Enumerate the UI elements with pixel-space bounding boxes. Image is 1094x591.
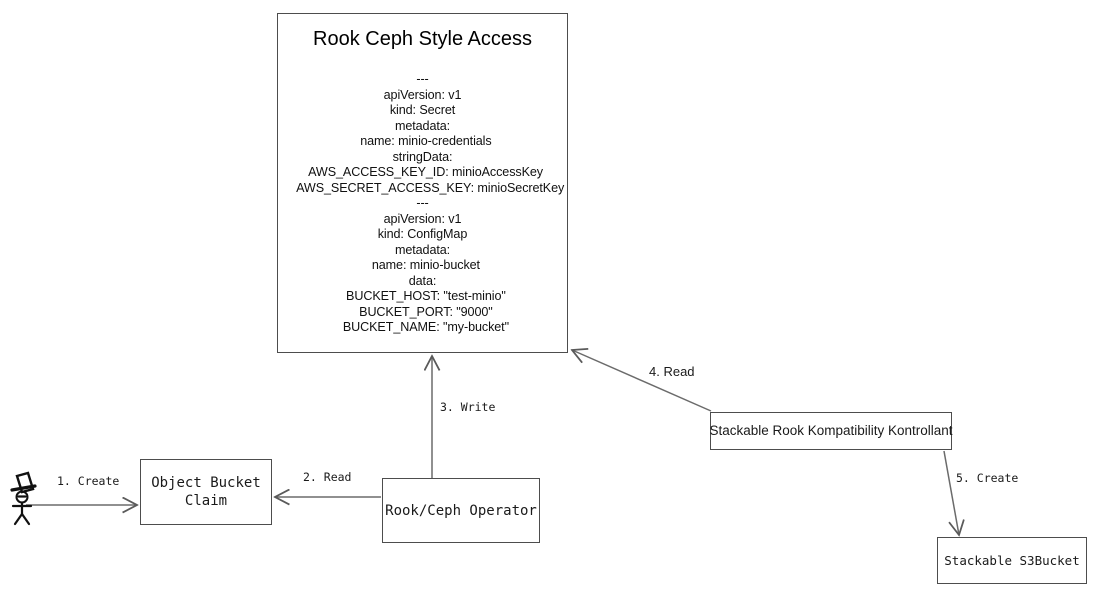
yaml-card-title: Rook Ceph Style Access (313, 28, 532, 50)
edge-4-read (572, 350, 712, 412)
edge-label-4-read: 4. Read (649, 364, 695, 379)
node-stackable-rook-kompatibility-kontrollant[interactable]: Stackable Rook Kompatibility Kontrollant (709, 412, 953, 450)
node-srkk-label: Stackable Rook Kompatibility Kontrollant (709, 423, 953, 438)
node-stackable-s3bucket[interactable]: Stackable S3Bucket (937, 537, 1087, 584)
node-object-bucket-claim[interactable]: Object Bucket Claim (140, 459, 272, 525)
yaml-card-body: --- apiVersion: v1 kind: Secret metadata… (296, 72, 565, 334)
user-actor-icon (10, 471, 37, 526)
edge-label-5-create: 5. Create (956, 471, 1019, 485)
yaml-manifest-card: Rook Ceph Style Access --- apiVersion: v… (277, 13, 568, 353)
edge-label-2-read: 2. Read (303, 470, 352, 484)
edge-label-1-create: 1. Create (57, 474, 120, 488)
edge-5-create (943, 450, 959, 535)
node-stackable-s3bucket-label: Stackable S3Bucket (944, 552, 1080, 568)
node-rook-ceph-operator-label: Rook/Ceph Operator (385, 502, 537, 519)
edge-label-3-write: 3. Write (440, 400, 496, 414)
node-object-bucket-claim-label: Object Bucket Claim (151, 475, 261, 509)
node-rook-ceph-operator[interactable]: Rook/Ceph Operator (382, 478, 540, 543)
